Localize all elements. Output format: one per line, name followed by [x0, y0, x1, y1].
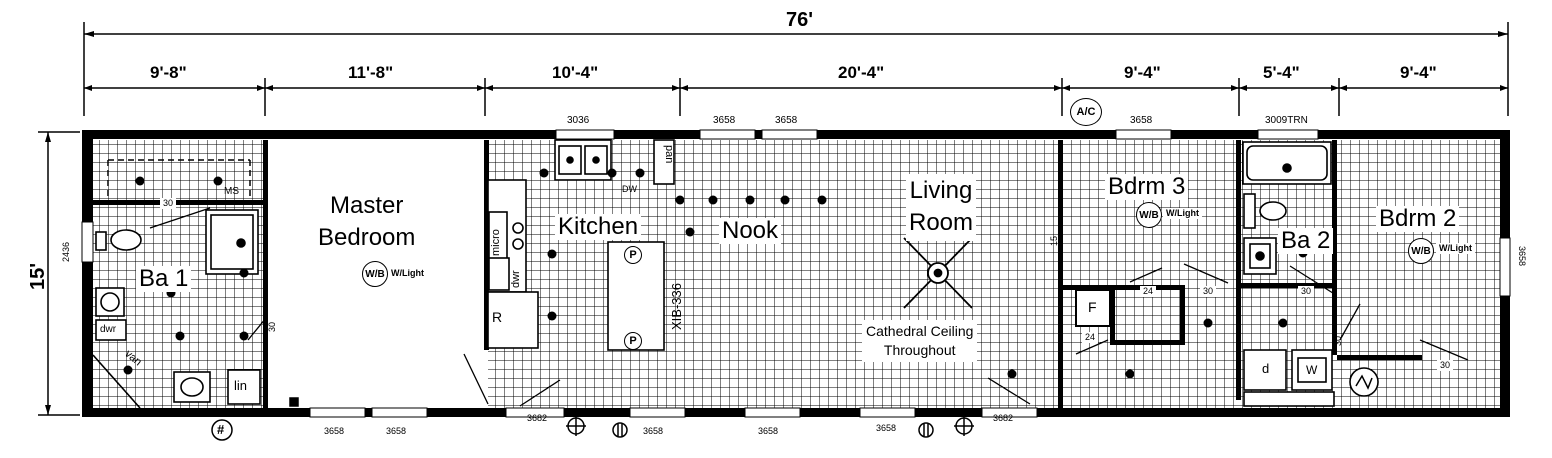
dishwasher-label: DW	[622, 184, 637, 194]
cathedral-ceiling-note: Cathedral Ceiling Throughout	[862, 320, 978, 362]
door-width-ba1-top: 30	[160, 198, 177, 209]
ceiling-fan	[903, 237, 973, 309]
segment-3-label: 10'-4"	[552, 63, 599, 82]
segment-2-label: 11'-8"	[348, 63, 394, 82]
door-width-ba1-side: 30	[267, 321, 277, 332]
microwave-label: micro	[490, 229, 502, 256]
window-openings	[81, 129, 1511, 418]
closet-ms	[107, 159, 251, 200]
range-label: R	[492, 309, 503, 325]
interior-walls	[93, 140, 1422, 408]
exterior-fixtures	[211, 397, 974, 441]
door-width-furnace: 24	[1082, 332, 1099, 343]
dimension-lines	[38, 22, 1509, 416]
dimension-arrows	[45, 31, 1508, 415]
hash-label: #	[217, 422, 225, 437]
overall-length-label: 76'	[786, 9, 814, 31]
segment-5-label: 9'-4"	[1124, 63, 1161, 82]
window-bottom-living-2: 3658	[758, 426, 779, 436]
window-top-ba2: 3009TRN	[1265, 115, 1308, 126]
dryer-utility-label: d	[1262, 361, 1270, 376]
wb-light-master: W/Light	[391, 268, 424, 278]
furnace-label: F	[1088, 299, 1097, 315]
utility-fixtures	[1243, 349, 1335, 407]
door-width-bdrm3-door: 30	[1200, 286, 1217, 297]
window-bottom-master-2: 3658	[386, 426, 407, 436]
overall-width-label: 15'	[27, 262, 49, 290]
window-right-end: 3658	[1517, 246, 1527, 267]
door-bottom-1: 3682	[527, 413, 548, 423]
room-master-bedroom: Master Bedroom	[318, 192, 416, 252]
island-label: XIB-336	[669, 283, 684, 330]
segment-7-label: 9'-4"	[1400, 63, 1437, 82]
window-top-bdrm3: 3658	[1130, 115, 1153, 126]
door-swings	[149, 207, 1469, 407]
wb-light-bdrm2: W/Light	[1436, 243, 1475, 254]
wb-light-bdrm3: W/Light	[1163, 208, 1202, 219]
ac-unit: A/C	[1070, 98, 1102, 126]
ms-label: MS	[224, 186, 239, 197]
door-width-utility: 30	[1333, 335, 1343, 346]
island-sink-p-2: P	[624, 332, 642, 350]
segment-6-label: 5'-4"	[1263, 63, 1300, 82]
wb-bdrm2: W/B	[1408, 238, 1434, 264]
window-bottom-living-1: 3658	[643, 426, 664, 436]
room-kitchen: Kitchen	[555, 214, 642, 240]
window-top-nook-2: 3658	[775, 115, 798, 126]
window-bottom-master-1: 3658	[324, 426, 345, 436]
door-bottom-2: 3682	[993, 413, 1014, 423]
furnace-box	[1075, 289, 1111, 327]
bath-1-fixtures	[92, 209, 261, 409]
island-sink-p-1: P	[624, 246, 642, 264]
room-bath-2: Ba 2	[1278, 228, 1334, 254]
pantry-label: pan	[663, 145, 675, 164]
door-width-ba2: 30	[1298, 286, 1315, 297]
washer-label: W	[1306, 363, 1318, 377]
room-nook: Nook	[719, 218, 782, 244]
dryer-kitchen-label: dwr	[510, 270, 522, 288]
window-top-kitchen: 3036	[567, 115, 590, 126]
segment-4-label: 20'-4"	[838, 63, 885, 82]
door-width-living-wall: 15	[1049, 235, 1059, 246]
room-bedroom-2: Bdrm 2	[1376, 206, 1460, 232]
water-heater-icon	[1349, 367, 1379, 397]
room-bedroom-3: Bdrm 3	[1105, 174, 1189, 200]
door-width-bdrm2-closet: 30	[1437, 360, 1454, 371]
wb-master: W/B	[362, 261, 388, 287]
window-bottom-living-3: 3658	[876, 423, 897, 433]
kitchen-counters	[487, 139, 675, 351]
door-width-bdrm3-closet: 24	[1140, 286, 1157, 297]
window-left-end: 2436	[61, 241, 71, 262]
segment-1-label: 9'-8"	[150, 63, 187, 82]
linen-label: lin	[234, 378, 248, 393]
bath-2-fixtures	[1242, 141, 1332, 275]
dryer-bath-label: dwr	[100, 324, 117, 335]
room-living-room: Living Room	[906, 174, 977, 241]
wb-bdrm3: W/B	[1136, 202, 1162, 228]
window-top-nook-1: 3658	[713, 115, 736, 126]
room-bath-1: Ba 1	[136, 266, 192, 292]
